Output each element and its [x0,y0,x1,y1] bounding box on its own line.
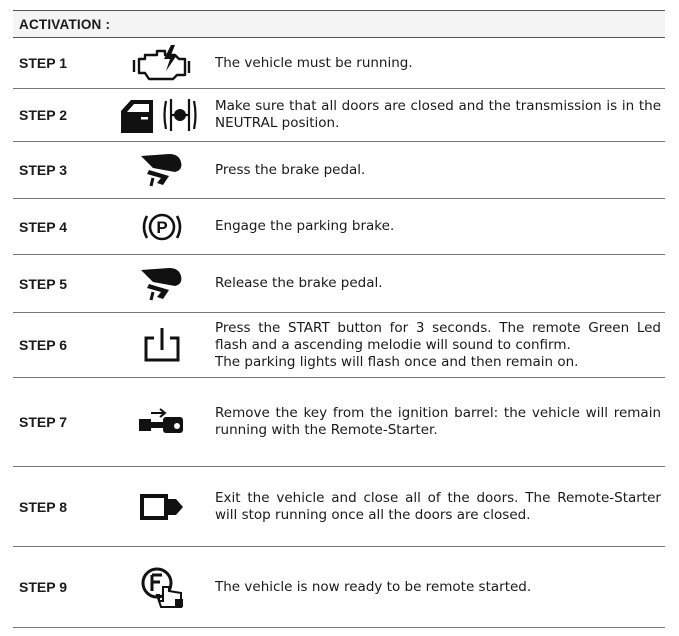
svg-text:P: P [156,218,167,237]
step-row-1: STEP 1 The vehicle must be running. [13,38,665,89]
step-label: STEP 7 [19,414,67,430]
table-header: ACTIVATION : [13,10,665,38]
step-row-5: STEP 5 Release the brake pedal. [13,255,665,313]
step-text: Release the brake pedal. [215,275,665,292]
remove-key-icon [109,407,215,437]
header-title: ACTIVATION : [19,16,111,32]
step-text: Make sure that all doors are closed and … [215,98,665,132]
step-text-line: Engage the parking brake. [215,218,395,234]
step-text: Exit the vehicle and close all of the do… [215,490,665,524]
step-text: Remove the key from the ignition barrel:… [215,405,665,439]
exit-vehicle-icon [109,490,215,524]
step-text-line: Release the brake pedal. [215,275,383,291]
step-row-7: STEP 7 Remove the key from the ignition … [13,378,665,467]
car-door-icon [121,100,153,133]
step-text: Press the START button for 3 seconds. Th… [215,320,665,371]
brake-pedal-press-icon [109,152,215,188]
step-row-2: STEP 2 Make sure that all doors are clos… [13,89,665,142]
step-row-8: STEP 8 Exit the vehicle and close all of… [13,467,665,547]
start-button-icon [109,326,215,364]
step-text: The vehicle must be running. [215,55,665,72]
step-text: Press the brake pedal. [215,162,665,179]
step-label: STEP 5 [19,275,67,292]
step-text-line: The vehicle is now ready to be remote st… [215,578,532,595]
step-text-line: Press the brake pedal. [215,161,366,178]
step-text: The vehicle is now ready to be remote st… [215,579,665,596]
step-row-4: STEP 4 P Engage the parking brake. [13,199,665,255]
step-row-6: STEP 6 Press the START button for 3 seco… [13,313,665,378]
step-text-line: The vehicle must be running. [215,54,413,71]
step-text-line: Remove the key from the ignition barrel:… [215,405,661,438]
step-text-line: Press the START button for 3 seconds. Th… [215,319,661,353]
step-text-line: The parking lights will flash once and t… [215,353,579,370]
step-label: STEP 3 [19,162,67,178]
step-label: STEP 2 [19,107,67,123]
step-text: Engage the parking brake. [215,218,665,235]
brake-pedal-release-icon [109,266,215,302]
step-label: STEP 4 [19,218,67,235]
step-row-9: STEP 9 The vehicle is now ready to be re… [13,547,665,628]
step-label: STEP 9 [19,579,67,595]
activation-table: ACTIVATION : STEP 1 The vehicle must be … [13,10,665,628]
step-row-3: STEP 3 Press the brake pedal. [13,142,665,199]
remote-start-ready-icon [109,565,215,609]
step-label: STEP 8 [19,498,67,515]
step-text-line: Make sure that all doors are closed and … [215,98,661,131]
engine-icon [109,43,215,83]
parking-brake-icon: P [109,209,215,245]
door-and-neutral-gear-icon [109,95,215,135]
step-label: STEP 6 [19,337,67,353]
step-text-line: Exit the vehicle and close all of the do… [215,489,661,523]
step-label: STEP 1 [19,55,67,71]
